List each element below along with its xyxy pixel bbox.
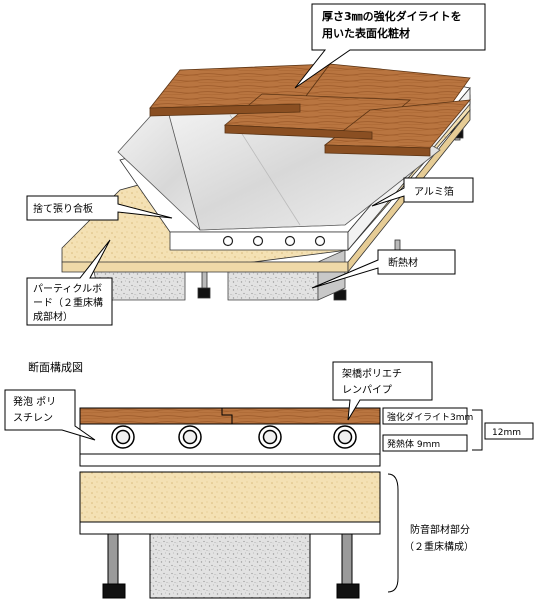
section-insulation-block	[149, 533, 311, 599]
section-bottom-layer	[79, 521, 381, 535]
callout-pipe: 架橋ポリエチ レンパイプ	[332, 361, 433, 421]
callout-surface-line1: 厚さ3㎜の強化ダイライトを	[322, 9, 462, 23]
callout-pipe-line1: 架橋ポリエチ	[342, 367, 402, 380]
callout-styrene-line1: 発泡 ポリ	[13, 395, 56, 408]
callout-plywood-text: 捨て張り合板	[33, 202, 93, 215]
callout-pipe-line2: レンパイプ	[342, 384, 392, 396]
brace-soundproof	[387, 473, 399, 593]
callout-surface: 厚さ3㎜の強化ダイライトを 用いた表面化粧材	[294, 3, 486, 89]
section-soundproof-line1: 防音部材部分	[410, 523, 470, 536]
callout-particle-line3: 成部材）	[33, 310, 73, 323]
callout-plywood: 捨て張り合板	[26, 195, 173, 221]
callout-particle-line2: ード（２重床構	[33, 296, 103, 309]
isometric-view	[61, 63, 471, 301]
section-total-text: 12mm	[492, 428, 521, 438]
section-wood-layer	[79, 407, 381, 425]
iso-pipes	[222, 235, 326, 247]
section-soundproof-line2: （２重床構成）	[404, 540, 474, 553]
callout-particle-line1: パーティクルボ	[33, 283, 102, 295]
brace-12mm	[472, 409, 483, 451]
section-particle-layer	[79, 471, 381, 523]
callout-particle: パーティクルボ ード（２重床構 成部材）	[26, 239, 113, 326]
section-view	[79, 407, 381, 599]
section-foam-text: 発熱体 9mm	[387, 438, 440, 450]
callout-surface-line2: 用いた表面化粧材	[322, 26, 410, 40]
callout-styrene-line2: スチレン	[13, 412, 53, 424]
callout-insulation-text: 断熱材	[388, 256, 418, 269]
iso-wood-planks	[149, 63, 471, 157]
callout-insulation: 断熱材	[311, 249, 456, 289]
section-pipes	[111, 425, 357, 449]
callout-aluminum-text: アルミ箔	[414, 185, 454, 198]
section-label-foam: 発熱体 9mm	[382, 434, 468, 452]
section-title: 断面構成図	[28, 360, 83, 374]
section-plywood-layer	[79, 453, 381, 467]
section-label-dilite: 強化ダイライト3mm	[382, 407, 473, 425]
callout-styrene: 発泡 ポリ スチレン	[4, 389, 96, 441]
section-label-total: 12mm	[484, 422, 534, 440]
section-legs	[102, 533, 360, 599]
section-dilite-text: 強化ダイライト3mm	[387, 411, 473, 423]
callout-aluminum: アルミ箔	[371, 177, 474, 207]
